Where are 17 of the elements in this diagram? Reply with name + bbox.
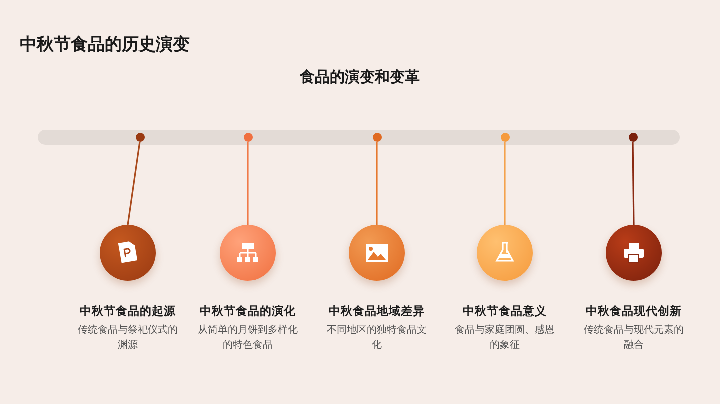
item-description: 从简单的月饼到多样化的特色食品: [198, 324, 298, 352]
item-heading: 中秋食品现代创新: [586, 304, 682, 319]
title: 中秋节食品的历史演变: [20, 34, 190, 56]
item-heading: 中秋食品地域差异: [329, 304, 425, 319]
connector-line: [127, 142, 141, 226]
item-heading: 中秋节食品的起源: [80, 304, 176, 319]
item-description: 传统食品与祭祀仪式的渊源: [78, 324, 178, 352]
connector-line: [632, 142, 635, 226]
item-description: 食品与家庭团圆、感恩的象征: [455, 324, 555, 352]
connector-line: [376, 142, 378, 225]
connector-line: [504, 142, 506, 225]
item-description: 不同地区的独特食品文化: [327, 324, 427, 352]
connector-line: [247, 142, 249, 225]
item-heading: 中秋节食品意义: [463, 304, 547, 319]
item-description: 传统食品与现代元素的融合: [584, 324, 684, 352]
item-heading: 中秋节食品的演化: [200, 304, 296, 319]
subtitle: 食品的演变和变革: [298, 68, 421, 87]
